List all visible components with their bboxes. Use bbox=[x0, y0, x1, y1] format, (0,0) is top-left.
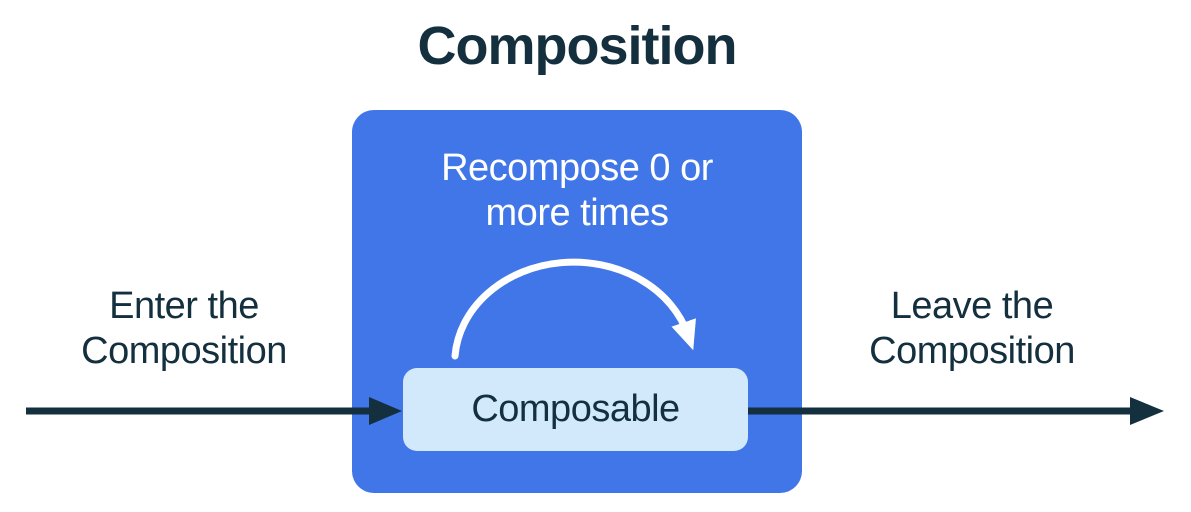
recompose-label: Recompose 0 or more times bbox=[441, 147, 713, 234]
enter-arrow-icon bbox=[26, 397, 402, 425]
enter-composition-label: Enter the Composition bbox=[81, 285, 287, 372]
leave-composition-label: Leave the Composition bbox=[869, 285, 1075, 372]
diagram-title: Composition bbox=[417, 16, 738, 76]
composable-box: Composable bbox=[403, 368, 748, 451]
leave-arrow-icon bbox=[748, 397, 1164, 425]
composable-label: Composable bbox=[471, 388, 680, 430]
